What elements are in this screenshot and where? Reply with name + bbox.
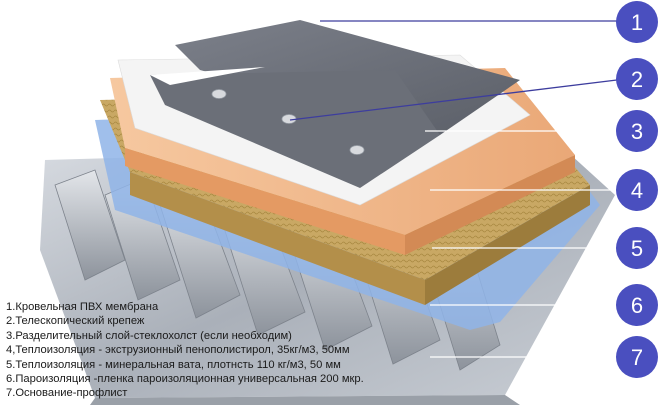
callout-number: 3: [631, 119, 643, 144]
legend-item-5: 5.Теплоизоляция - минеральная вата, плот…: [6, 358, 341, 371]
callout-circle: [616, 58, 658, 100]
callout-circle: [616, 336, 658, 378]
callout-circle: [616, 169, 658, 211]
callout-number: 2: [631, 67, 643, 92]
callout-badge-2: 2: [616, 58, 658, 100]
callout-badge-3: 3: [616, 110, 658, 152]
callout-number: 4: [631, 178, 643, 203]
callout-badge-4: 4: [616, 169, 658, 211]
callout-badge-1: 1: [616, 1, 658, 43]
layer-legend: 1.Кровельная ПВХ мембрана 2.Телескопичес…: [6, 300, 364, 401]
legend-item-1: 1.Кровельная ПВХ мембрана: [6, 301, 159, 313]
callout-circle: [616, 227, 658, 269]
callout-number: 7: [631, 345, 643, 370]
callout-leader-lines: [289, 20, 626, 358]
callout-badge-6: 6: [616, 284, 658, 326]
legend-item-7: 7.Основание-профлист: [6, 387, 128, 400]
callout-circle: [616, 284, 658, 326]
legend-item-2: 2.Телескопический крепеж: [6, 315, 145, 328]
callout-badge-7: 7: [616, 336, 658, 378]
callout-number: 5: [631, 236, 643, 261]
callout-number: 1: [631, 10, 643, 35]
legend-item-6: 6.Пароизоляция -пленка пароизоляционная …: [6, 373, 364, 386]
callout-circle: [616, 110, 658, 152]
legend-item-4: 4,Теплоизоляция - экструзионный пенополи…: [6, 344, 350, 357]
callout-circle: [616, 1, 658, 43]
callout-badge-5: 5: [616, 227, 658, 269]
telescopic-fasteners: [211, 89, 365, 155]
legend-item-3: 3.Разделительный слой-стеклохолст (если …: [6, 329, 292, 342]
pvc-membrane-layer: [150, 20, 520, 188]
callout-badges: 1 2 3 4 5 6 7: [616, 1, 658, 378]
callout-number: 6: [631, 293, 643, 318]
